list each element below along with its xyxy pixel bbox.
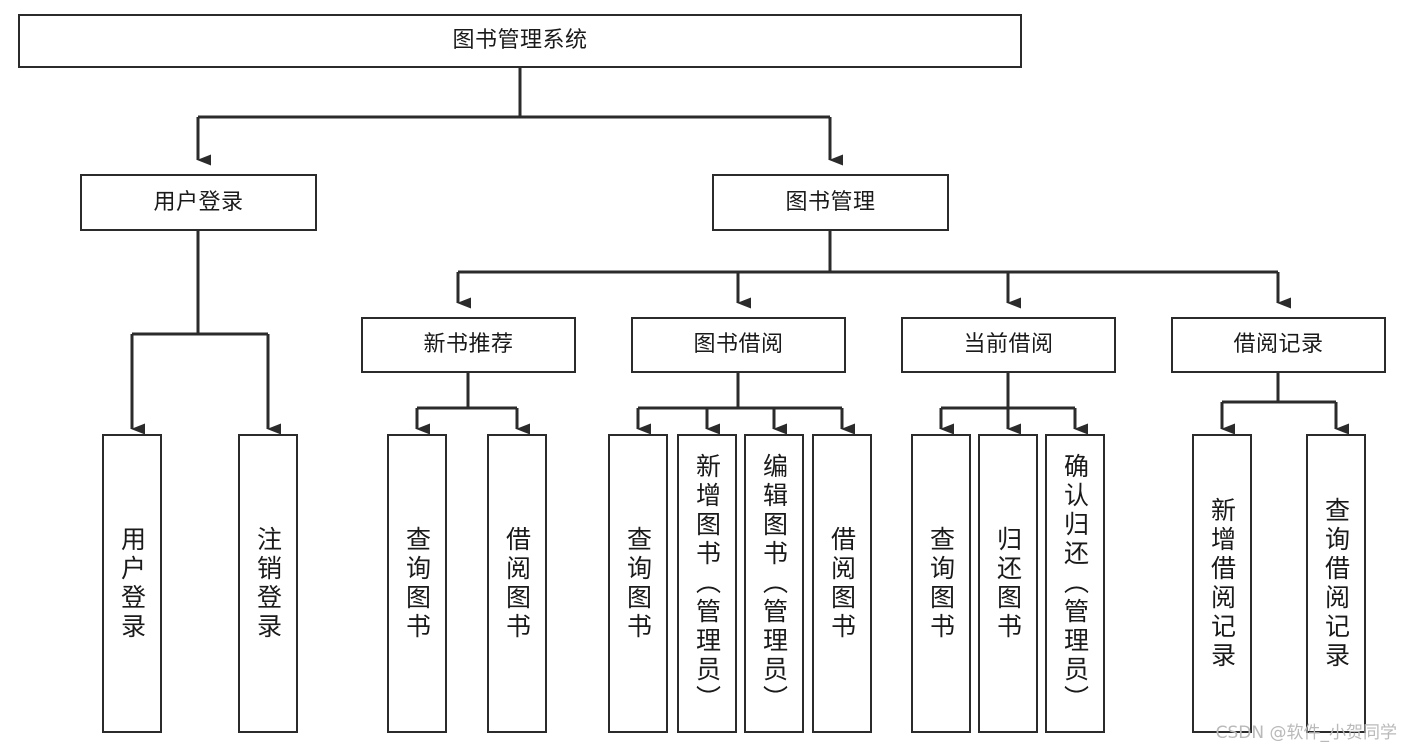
node-book-management-label: 图书管理 — [785, 189, 876, 215]
node-leaf-logout[interactable]: 注销登录 — [238, 434, 298, 733]
node-leaf-borrow-book-recommend[interactable]: 借阅图书 — [487, 434, 547, 733]
node-leaf-add-borrow-record-label: 新增借阅记录 — [1207, 496, 1237, 671]
node-leaf-logout-label: 注销登录 — [253, 525, 283, 642]
node-root[interactable]: 图书管理系统 — [18, 14, 1022, 68]
node-book-management[interactable]: 图书管理 — [712, 174, 949, 231]
node-current-borrow-label: 当前借阅 — [963, 332, 1054, 358]
node-leaf-query-book-borrow[interactable]: 查询图书 — [608, 434, 668, 733]
node-borrow-record-label: 借阅记录 — [1233, 332, 1324, 358]
node-leaf-query-borrow-record[interactable]: 查询借阅记录 — [1306, 434, 1366, 733]
node-borrow-record[interactable]: 借阅记录 — [1171, 317, 1386, 373]
node-leaf-edit-book-admin-label: 编辑图书（管理员） — [759, 453, 789, 714]
node-leaf-return-book-label: 归还图书 — [993, 525, 1023, 642]
node-leaf-user-login[interactable]: 用户登录 — [102, 434, 162, 733]
node-book-borrow-label: 图书借阅 — [693, 332, 784, 358]
node-book-borrow[interactable]: 图书借阅 — [631, 317, 846, 373]
node-root-label: 图书管理系统 — [452, 28, 588, 54]
node-current-borrow[interactable]: 当前借阅 — [901, 317, 1116, 373]
node-leaf-edit-book-admin[interactable]: 编辑图书（管理员） — [744, 434, 804, 733]
node-leaf-query-book-current[interactable]: 查询图书 — [911, 434, 971, 733]
node-leaf-query-book-recommend-label: 查询图书 — [402, 525, 432, 642]
node-leaf-borrow-book[interactable]: 借阅图书 — [812, 434, 872, 733]
node-leaf-confirm-return-admin[interactable]: 确认归还（管理员） — [1045, 434, 1105, 733]
node-user-login-label: 用户登录 — [153, 189, 244, 215]
node-leaf-borrow-book-label: 借阅图书 — [827, 525, 857, 642]
node-leaf-add-book-admin-label: 新增图书（管理员） — [692, 453, 722, 714]
node-new-book-recommend[interactable]: 新书推荐 — [361, 317, 576, 373]
node-leaf-borrow-book-recommend-label: 借阅图书 — [502, 525, 532, 642]
node-user-login[interactable]: 用户登录 — [80, 174, 317, 231]
node-leaf-query-book-recommend[interactable]: 查询图书 — [387, 434, 447, 733]
node-leaf-query-borrow-record-label: 查询借阅记录 — [1321, 496, 1351, 671]
node-new-book-recommend-label: 新书推荐 — [423, 332, 514, 358]
node-leaf-user-login-label: 用户登录 — [117, 525, 147, 642]
node-leaf-query-book-current-label: 查询图书 — [926, 525, 956, 642]
node-leaf-return-book[interactable]: 归还图书 — [978, 434, 1038, 733]
node-leaf-add-borrow-record[interactable]: 新增借阅记录 — [1192, 434, 1252, 733]
node-leaf-query-book-borrow-label: 查询图书 — [623, 525, 653, 642]
node-leaf-add-book-admin[interactable]: 新增图书（管理员） — [677, 434, 737, 733]
node-leaf-confirm-return-admin-label: 确认归还（管理员） — [1060, 453, 1090, 714]
